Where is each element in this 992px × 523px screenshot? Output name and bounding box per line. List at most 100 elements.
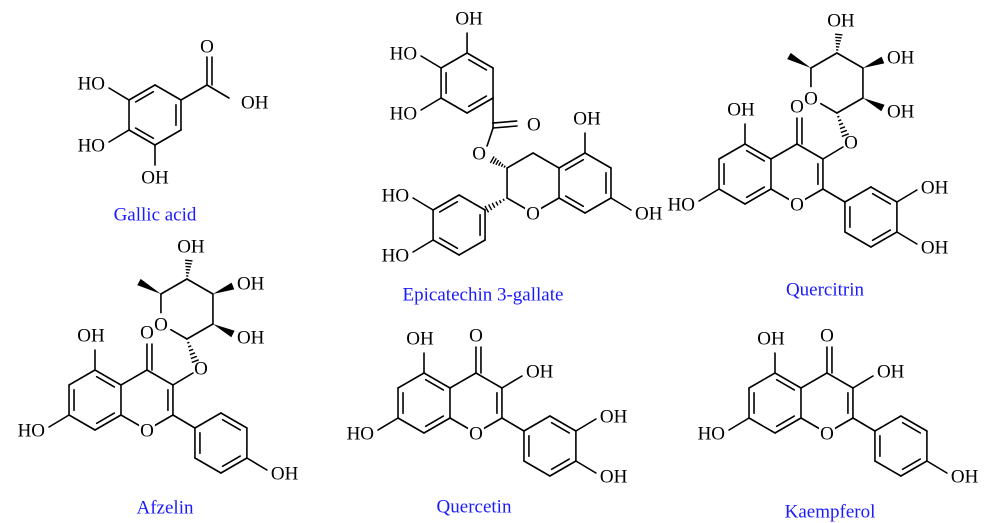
double-bond-line xyxy=(491,120,518,124)
bond xyxy=(774,417,802,434)
bond xyxy=(584,197,612,214)
double-bond-line xyxy=(467,58,488,71)
double-bond-line xyxy=(134,127,155,140)
double-bond-line xyxy=(775,378,796,391)
double-bond-line xyxy=(745,186,766,199)
bond xyxy=(486,127,494,147)
bond xyxy=(728,417,750,431)
bond xyxy=(584,152,612,169)
atom-label: HO xyxy=(390,44,417,65)
bond xyxy=(94,414,122,431)
atom-label: O xyxy=(469,424,483,445)
bond xyxy=(377,417,399,431)
bond xyxy=(900,460,928,477)
bond xyxy=(852,375,874,389)
bond xyxy=(774,372,802,389)
atom-label: OH xyxy=(727,100,755,121)
atom-label: HO xyxy=(347,424,374,445)
bond xyxy=(220,412,248,429)
bond xyxy=(900,415,928,432)
bond xyxy=(128,84,156,101)
double-bond-line xyxy=(901,458,922,471)
bond xyxy=(852,417,876,432)
atom-label: HO xyxy=(18,421,45,442)
bond xyxy=(154,84,182,101)
bond xyxy=(896,231,918,245)
bond xyxy=(506,152,534,169)
afzelin-caption: Afzelin xyxy=(137,498,194,519)
label-mask xyxy=(788,195,805,213)
atom-label: O xyxy=(140,421,154,442)
atom-label: OH xyxy=(921,178,949,199)
bond xyxy=(220,457,248,474)
bond xyxy=(154,129,182,146)
bond xyxy=(397,372,425,389)
atom-label: O xyxy=(790,195,804,216)
bond xyxy=(718,188,746,205)
atom-label: O xyxy=(469,326,483,347)
bond xyxy=(449,372,477,389)
bond xyxy=(206,84,230,99)
wedge-bond xyxy=(862,56,885,68)
double-bond-line xyxy=(221,418,242,431)
bond xyxy=(523,460,551,477)
atom-label: OH xyxy=(600,467,628,488)
bond xyxy=(826,372,854,389)
label-mask xyxy=(152,315,169,333)
atom-label: O xyxy=(820,424,834,445)
bond xyxy=(800,372,828,389)
bond xyxy=(744,188,772,205)
double-bond-line xyxy=(550,458,571,471)
bond xyxy=(440,52,468,69)
hashed-bond xyxy=(837,115,849,138)
label-mask xyxy=(467,424,484,442)
wedge-bond xyxy=(212,282,235,294)
label-mask xyxy=(525,204,542,222)
bond xyxy=(610,197,632,211)
double-bond-line xyxy=(95,375,116,388)
bond xyxy=(423,417,451,434)
double-bond-line xyxy=(492,125,518,129)
bond xyxy=(810,52,838,69)
atom-label: OH xyxy=(921,238,949,259)
atom-label: HO xyxy=(698,424,725,445)
atom-label: O xyxy=(844,133,858,154)
bond xyxy=(870,186,898,203)
bond xyxy=(874,415,902,432)
bond xyxy=(549,415,577,432)
atom-label: OH xyxy=(177,237,205,258)
bond xyxy=(748,417,776,434)
atom-label: O xyxy=(140,323,154,344)
bond xyxy=(128,129,156,146)
bond xyxy=(180,84,208,101)
hashed-bond xyxy=(484,198,505,213)
atom-label: HO xyxy=(78,74,105,95)
atom-label: OH xyxy=(241,93,269,114)
double-bond-line xyxy=(871,229,892,242)
bond xyxy=(532,152,560,169)
bond xyxy=(420,97,442,111)
bond xyxy=(744,143,772,160)
double-bond-line xyxy=(871,192,892,205)
wedge-bond xyxy=(137,278,161,294)
hashed-bond xyxy=(834,33,843,51)
atom-label: OH xyxy=(827,11,855,32)
bond xyxy=(501,375,523,389)
double-bond-line xyxy=(95,412,116,425)
atom-label: OH xyxy=(455,9,483,30)
bond xyxy=(501,417,525,432)
bond xyxy=(558,197,586,214)
bond xyxy=(172,372,194,386)
bond xyxy=(432,194,460,211)
double-bond-line xyxy=(550,421,571,434)
atom-label: OH xyxy=(600,407,628,428)
bond xyxy=(172,414,196,429)
bond xyxy=(458,239,486,256)
double-bond-line xyxy=(901,421,922,434)
bond xyxy=(844,186,872,203)
